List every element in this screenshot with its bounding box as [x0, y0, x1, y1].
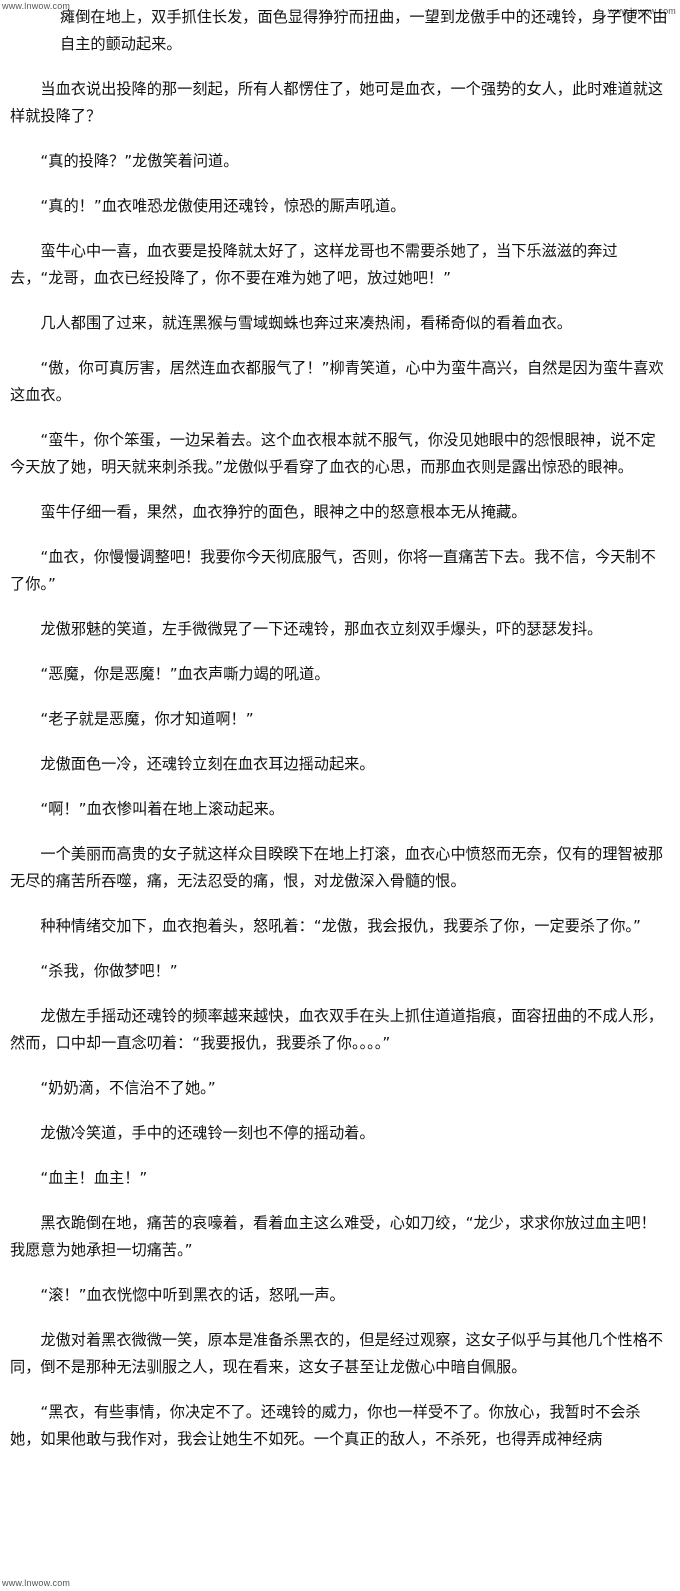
paragraph-4: “真的！”血衣唯恐龙傲使用还魂铃，惊恐的厮声吼道。 [40, 197, 406, 215]
paragraph-10: “血衣，你慢慢调整吧！我要你今天彻底服气，否则，你将一直痛苦下去。我不信，今天制… [10, 548, 656, 593]
paragraph-1: 瘫倒在地上，双手抓住长发，面色显得狰狞而扭曲，一望到龙傲手中的还魂铃，身子便不由… [60, 8, 668, 53]
paragraph-6: 几人都围了过来，就连黑猴与雪域蜘蛛也奔过来凑热闹，看稀奇似的看着血衣。 [40, 314, 572, 332]
paragraph-25: 龙傲对着黑衣微微一笑，原本是准备杀黑衣的，但是经过观察，这女子似乎与其他几个性格… [10, 1331, 664, 1376]
paragraph-5: 蛮牛心中一喜，血衣要是投降就太好了，这样龙哥也不需要杀她了，当下乐滋滋的奔过去，… [10, 242, 618, 287]
paragraph-20: “奶奶滴，不信治不了她。” [40, 1079, 216, 1097]
paragraph-14: 龙傲面色一冷，还魂铃立刻在血衣耳边摇动起来。 [40, 755, 375, 773]
paragraph-26: “黑衣，有些事情，你决定不了。还魂铃的威力，你也一样受不了。你放心，我暂时不会杀… [10, 1403, 641, 1448]
paragraph-16: 一个美丽而高贵的女子就这样众目睽睽下在地上打滚，血衣心中愤怒而无奈，仅有的理智被… [10, 845, 664, 890]
watermark-top-right: www.lnwow.com [607, 6, 676, 16]
paragraph-8: “蛮牛，你个笨蛋，一边呆着去。这个血衣根本就不服气，你没见她眼中的怨恨眼神，说不… [10, 431, 656, 476]
watermark-top-left: www.lnwow.com [2, 1, 71, 11]
paragraph-13: “老子就是恶魔，你才知道啊！” [40, 710, 254, 728]
paragraph-3: “真的投降？”龙傲笑着问道。 [40, 152, 239, 170]
article-body: 瘫倒在地上，双手抓住长发，面色显得狰狞而扭曲，一望到龙傲手中的还魂铃，身子便不由… [10, 0, 670, 1453]
watermark-bottom-left: www.lnwow.com [2, 1578, 71, 1588]
paragraph-22: “血主！血主！” [40, 1169, 148, 1187]
paragraph-2: 当血衣说出投降的那一刻起，所有人都愣住了，她可是血衣，一个强势的女人，此时难道就… [10, 80, 664, 125]
paragraph-12: “恶魔，你是恶魔！”血衣声嘶力竭的吼道。 [40, 665, 330, 683]
paragraph-23: 黑衣跪倒在地，痛苦的哀嚎着，看着血主这么难受，心如刀绞，“龙少，求求你放过血主吧… [10, 1214, 656, 1259]
paragraph-18: “杀我，你做梦吧！” [40, 962, 178, 980]
paragraph-11: 龙傲邪魅的笑道，左手微微晃了一下还魂铃，那血衣立刻双手爆头，吓的瑟瑟发抖。 [40, 620, 603, 638]
paragraph-24: “滚！”血衣恍惚中听到黑衣的话，怒吼一声。 [40, 1286, 345, 1304]
paragraph-19: 龙傲左手摇动还魂铃的频率越来越快，血衣双手在头上抓住道道指痕，面容扭曲的不成人形… [10, 1007, 664, 1052]
paragraph-17: 种种情绪交加下，血衣抱着头，怒吼着：“龙傲，我会报仇，我要杀了你，一定要杀了你。… [40, 917, 641, 935]
paragraph-21: 龙傲冷笑道，手中的还魂铃一刻也不停的摇动着。 [40, 1124, 375, 1142]
paragraph-9: 蛮牛仔细一看，果然，血衣狰狞的面色，眼神之中的怒意根本无从掩藏。 [40, 503, 527, 521]
paragraph-7: “傲，你可真厉害，居然连血衣都服气了！”柳青笑道，心中为蛮牛高兴，自然是因为蛮牛… [10, 359, 664, 404]
paragraph-15: “啊！”血衣惨叫着在地上滚动起来。 [40, 800, 284, 818]
